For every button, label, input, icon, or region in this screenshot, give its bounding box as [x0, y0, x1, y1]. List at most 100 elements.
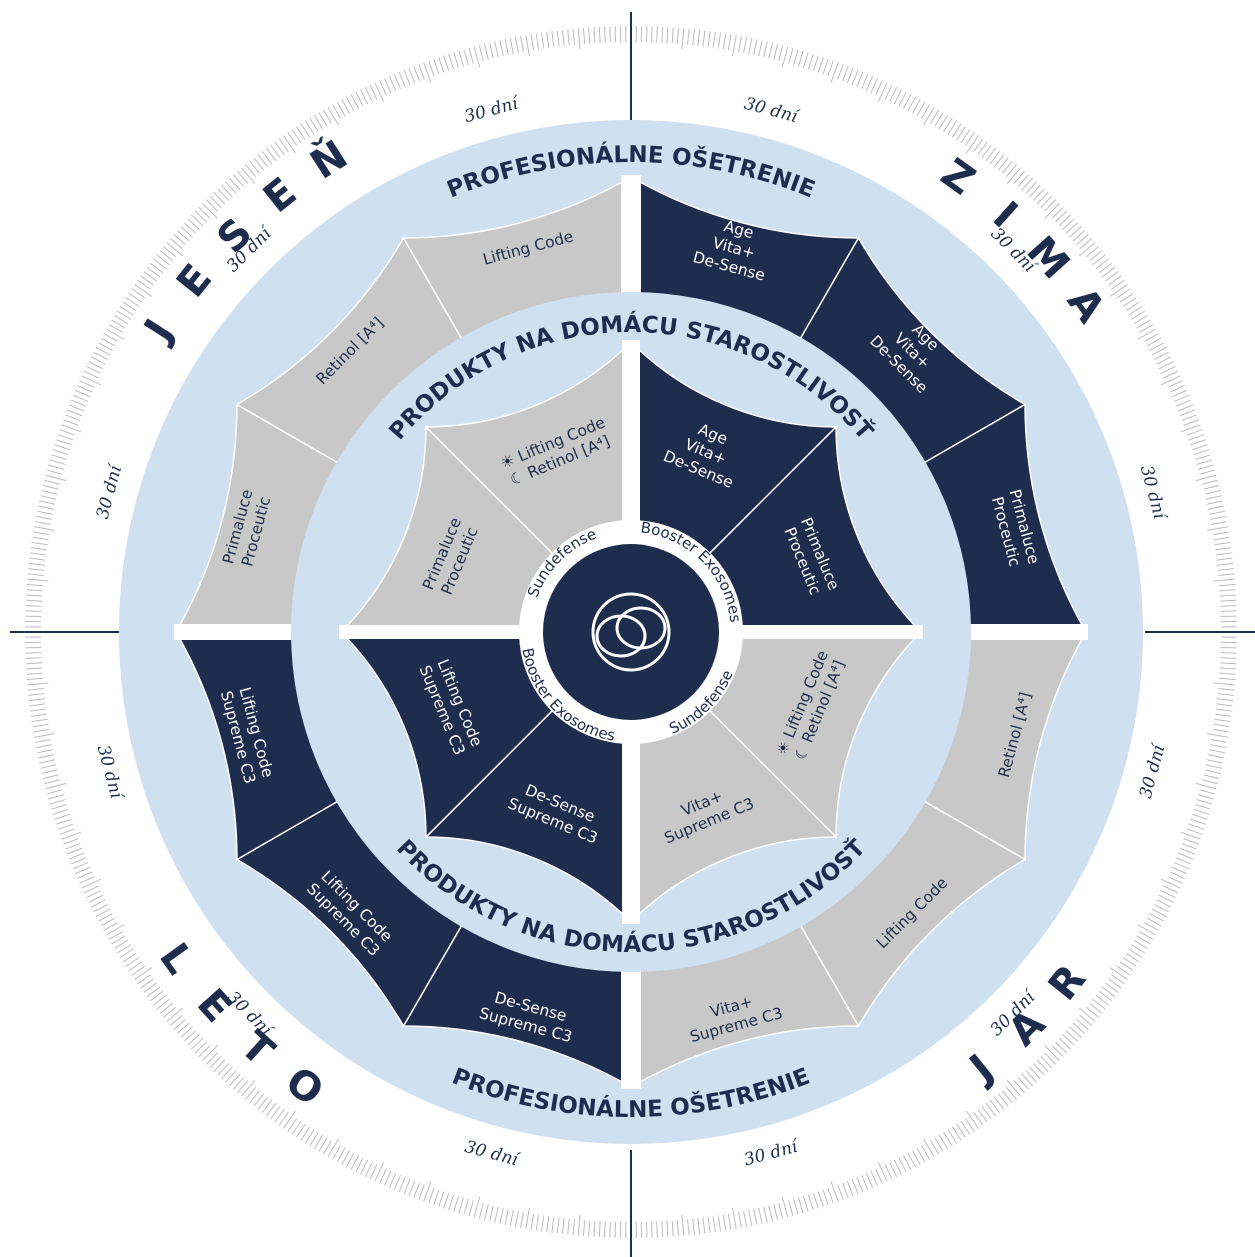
tick-mark	[1183, 838, 1199, 845]
tick-mark	[504, 39, 509, 55]
tick-mark	[661, 1221, 664, 1238]
tick-mark	[300, 123, 311, 138]
tick-mark	[274, 141, 285, 155]
tick-mark	[327, 1138, 339, 1158]
tick-mark	[34, 733, 55, 738]
season-letter: A	[1058, 279, 1113, 331]
tick-mark	[1195, 804, 1211, 810]
tick-mark	[56, 818, 72, 825]
tick-mark	[398, 71, 406, 88]
tick-mark	[588, 1220, 591, 1237]
tick-mark	[68, 404, 85, 412]
tick-mark	[274, 1109, 285, 1123]
tick-mark	[593, 27, 596, 44]
tick-mark	[743, 37, 748, 53]
tick-mark	[912, 1150, 921, 1165]
tick-mark	[1133, 939, 1148, 950]
tick-mark	[921, 104, 930, 119]
tick-mark	[1188, 823, 1205, 830]
tick-mark	[39, 500, 56, 505]
tick-mark	[861, 1174, 869, 1191]
tick-mark	[1208, 505, 1224, 510]
tick-mark	[49, 459, 66, 465]
tick-mark	[1154, 903, 1169, 913]
tick-mark	[812, 1192, 819, 1209]
tick-mark	[229, 1073, 241, 1087]
tick-mark	[393, 73, 401, 90]
tick-mark	[727, 1213, 732, 1230]
tick-mark	[166, 1007, 184, 1022]
tick-mark	[1196, 459, 1213, 465]
tick-mark	[877, 82, 888, 103]
tick-mark	[598, 26, 601, 43]
tick-mark	[1180, 831, 1201, 840]
tick-mark	[458, 1197, 464, 1214]
tick-mark	[717, 1215, 722, 1232]
tick-mark	[893, 1159, 902, 1175]
tick-mark	[1033, 1063, 1045, 1076]
tick-mark	[29, 703, 46, 707]
tick-mark	[722, 1214, 727, 1231]
tick-mark	[66, 847, 83, 855]
duration-label: 30 dní	[1136, 740, 1170, 800]
duration-label: 30 dní	[1136, 463, 1170, 523]
center-disc	[543, 544, 719, 720]
tick-mark	[1171, 389, 1187, 398]
tick-mark	[119, 305, 134, 316]
tick-mark	[912, 99, 921, 114]
tick-mark	[42, 774, 59, 780]
tick-mark	[1206, 759, 1223, 764]
tick-mark	[947, 1129, 958, 1144]
tick-mark	[114, 314, 129, 325]
tick-mark	[938, 1134, 949, 1149]
tick-mark	[28, 562, 45, 566]
tick-mark	[183, 222, 197, 234]
tick-mark	[1065, 1030, 1079, 1042]
tick-mark	[1219, 594, 1236, 597]
season-letter: E	[168, 256, 221, 306]
tick-mark	[384, 78, 392, 94]
tick-mark	[241, 167, 256, 185]
tick-mark	[332, 1145, 341, 1160]
tick-mark	[577, 1214, 581, 1236]
tick-mark	[309, 1132, 319, 1147]
tick-mark	[1078, 1007, 1096, 1022]
tick-mark	[807, 53, 814, 70]
tick-mark	[1065, 222, 1079, 234]
tick-mark	[159, 250, 173, 262]
tick-mark	[535, 1214, 540, 1231]
tick-mark	[916, 1147, 926, 1163]
tick-mark	[1220, 657, 1237, 659]
tick-mark	[1198, 794, 1214, 800]
tick-mark	[567, 1218, 570, 1235]
tick-mark	[1125, 301, 1140, 312]
tick-mark	[1131, 944, 1146, 954]
tick-mark	[93, 903, 108, 913]
tick-mark	[1058, 214, 1071, 227]
tick-mark	[1219, 583, 1236, 587]
tick-mark	[1213, 682, 1235, 686]
tick-mark	[143, 271, 158, 282]
tick-mark	[964, 1117, 975, 1132]
tick-mark	[191, 1037, 204, 1050]
tick-mark	[1005, 1086, 1017, 1100]
tick-mark	[861, 73, 869, 90]
tick-mark	[923, 1138, 935, 1158]
tick-mark	[166, 242, 184, 257]
tick-mark	[249, 1090, 261, 1104]
tick-mark	[1204, 769, 1221, 774]
tick-mark	[1116, 288, 1131, 299]
tick-mark	[530, 34, 535, 51]
tick-mark	[1206, 500, 1223, 505]
tick-mark	[561, 29, 565, 46]
tick-mark	[651, 26, 653, 43]
tick-mark	[26, 594, 43, 597]
tick-mark	[1036, 1059, 1049, 1072]
tick-mark	[1101, 986, 1116, 998]
tick-mark	[194, 210, 207, 223]
tick-mark	[851, 1178, 859, 1195]
tick-mark	[237, 1080, 249, 1094]
tick-mark	[90, 899, 106, 908]
tick-mark	[1215, 708, 1232, 712]
tick-mark	[817, 57, 824, 73]
